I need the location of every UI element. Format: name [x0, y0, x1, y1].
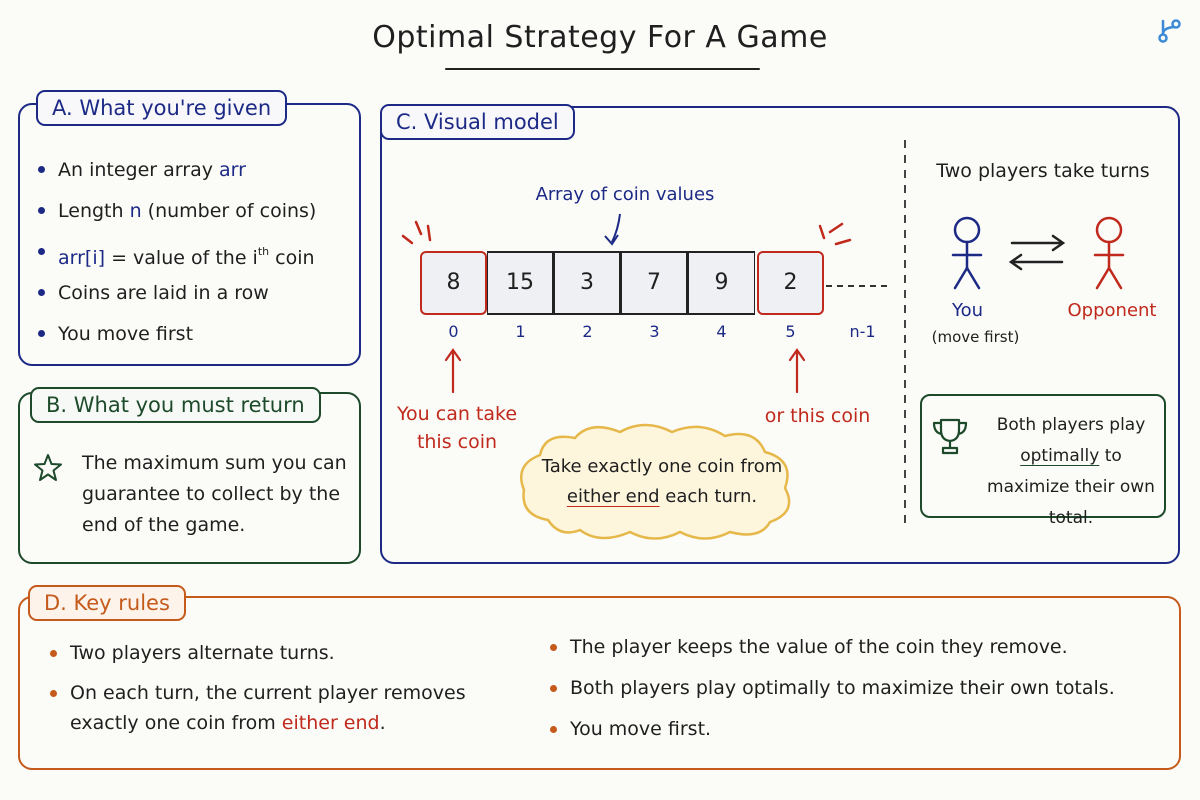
given-tab: A. What you're given	[36, 90, 288, 126]
list-item: An integer array arr	[38, 156, 353, 197]
caption-arrow	[611, 213, 621, 243]
branch-icon[interactable]	[1154, 16, 1184, 46]
right-sparkle	[818, 222, 852, 246]
rule-highlight: either end	[281, 712, 380, 734]
thought-cloud	[520, 423, 791, 540]
you-label: You	[951, 300, 984, 321]
code-term: arr[i]	[58, 247, 106, 269]
code-term: n	[129, 200, 142, 222]
optimal-text: Both players play	[996, 415, 1146, 435]
item-text: Coins are laid in a row	[58, 282, 269, 304]
you-figure	[951, 216, 983, 290]
coin-cell[interactable]: 3	[554, 251, 621, 315]
visual-model-tab: C. Visual model	[380, 104, 575, 140]
title-underline	[445, 68, 760, 70]
you-subtitle: (move first)	[931, 328, 1020, 346]
rules-panel	[18, 596, 1181, 770]
index-label: 4	[716, 322, 727, 341]
superscript: th	[257, 245, 270, 258]
index-label: 3	[649, 322, 660, 341]
left-sparkle	[401, 220, 432, 245]
coin-cell-first[interactable]: 8	[420, 251, 487, 315]
index-label: 0	[448, 322, 459, 341]
item-text: (number of coins)	[141, 200, 317, 222]
trophy-icon	[932, 418, 968, 455]
rules-list-left: Two players alternate turns. On each tur…	[50, 638, 490, 748]
coin-cell-last[interactable]: 2	[757, 251, 824, 315]
take-arrows	[444, 348, 806, 394]
item-text: = value of the i	[105, 247, 258, 269]
rule-item: You move first.	[550, 714, 1150, 744]
cloud-text: each turn.	[659, 486, 758, 507]
coin-cell[interactable]: 9	[688, 251, 755, 315]
return-description: The maximum sum you can guarantee to col…	[82, 452, 347, 536]
take-last-note: or this coin	[764, 405, 871, 427]
list-item: Length n (number of coins)	[38, 197, 353, 238]
rule-item: On each turn, the current player removes…	[50, 678, 490, 738]
opponent-label: Opponent	[1067, 300, 1157, 321]
rules-tab-label: D. Key rules	[44, 591, 170, 615]
optimal-highlight: optimally	[1020, 446, 1100, 466]
item-text: coin	[269, 247, 315, 269]
coin-cell[interactable]: 7	[621, 251, 688, 315]
rule-text: On each turn, the current player removes…	[70, 682, 466, 734]
optimal-play-box	[920, 394, 1166, 518]
players-title: Two players take turns	[936, 160, 1150, 182]
index-label: 1	[515, 322, 526, 341]
visual-model-panel	[380, 106, 1180, 564]
index-label: 2	[582, 322, 593, 341]
item-text: An integer array	[58, 159, 219, 181]
list-item: Coins are laid in a row	[38, 279, 353, 320]
page-title: Optimal Strategy For A Game	[372, 20, 828, 55]
optimal-text: to maximize their own total.	[987, 446, 1155, 528]
cloud-text: Take exactly one coin from	[541, 456, 783, 477]
coin-cell[interactable]: 15	[487, 251, 554, 315]
return-tab: B. What you must return	[30, 387, 321, 423]
given-list: An integer array arr Length n (number of…	[38, 156, 353, 361]
list-item: arr[i] = value of the ith coin	[38, 238, 353, 279]
turn-arrows	[1008, 234, 1066, 271]
cloud-note: Take exactly one coin from either end ea…	[533, 452, 791, 512]
list-item: You move first	[38, 320, 353, 361]
star-icon	[34, 454, 62, 481]
rule-text: .	[379, 712, 386, 734]
item-text: You move first	[58, 323, 194, 345]
array-caption: Array of coin values	[535, 184, 715, 205]
rule-item: The player keeps the value of the coin t…	[550, 632, 1150, 662]
rules-tab: D. Key rules	[28, 585, 186, 621]
rule-item: Two players alternate turns.	[50, 638, 490, 668]
caption-arrowhead	[604, 234, 619, 246]
take-first-note: You can take this coin	[396, 403, 518, 453]
cloud-highlight: either end	[566, 486, 660, 507]
code-term: arr	[219, 159, 246, 181]
opponent-figure	[1093, 216, 1125, 290]
optimal-note: Both players play optimally to maximize …	[980, 410, 1162, 534]
index-label: 5	[785, 322, 796, 341]
index-label: n-1	[849, 322, 876, 341]
item-text: Length	[58, 200, 130, 222]
rule-item: Both players play optimally to maximize …	[550, 673, 1150, 703]
rules-list-right: The player keeps the value of the coin t…	[550, 632, 1150, 755]
